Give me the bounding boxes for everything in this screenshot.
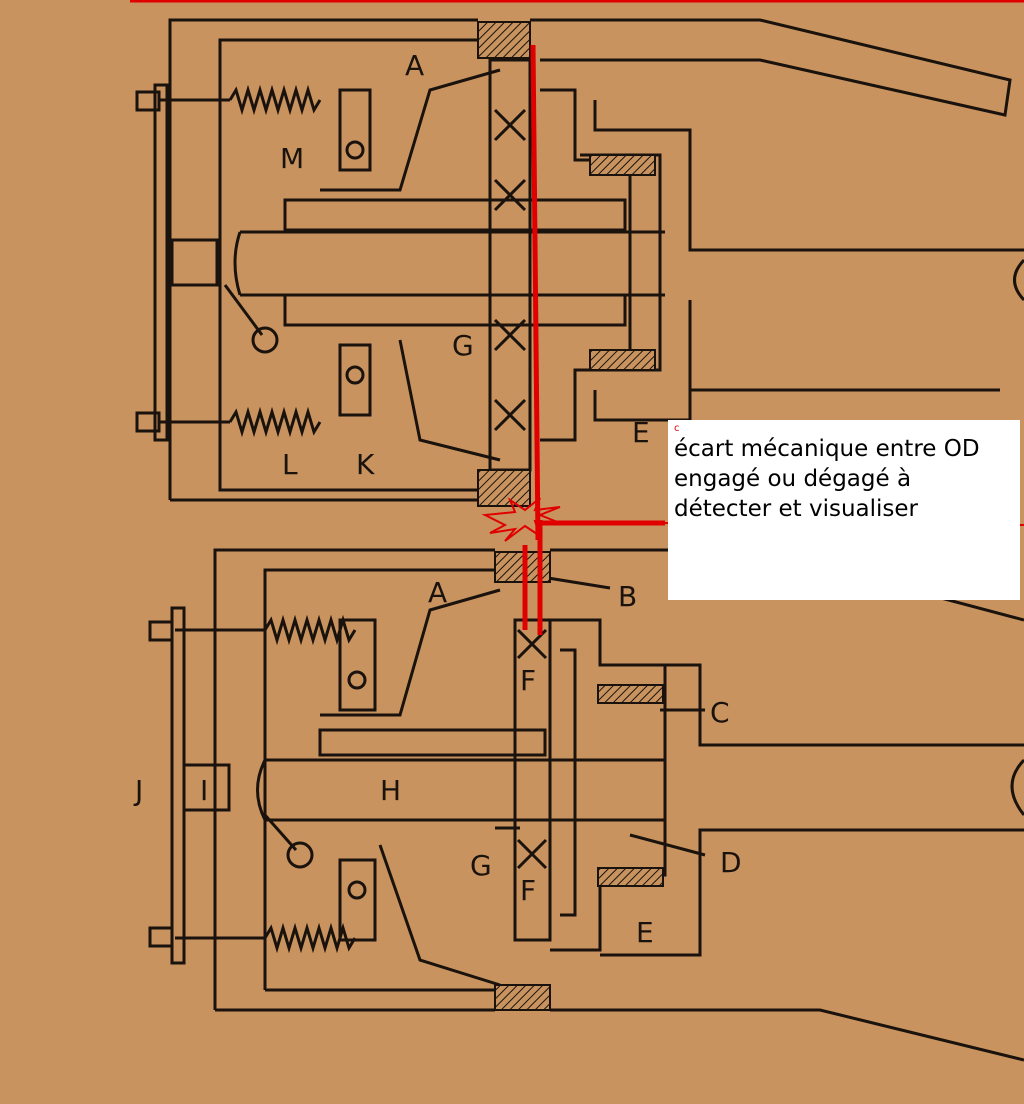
lower-label-j: J bbox=[133, 774, 143, 807]
upper-shaft bbox=[240, 230, 665, 297]
lower-assembly bbox=[148, 548, 1024, 1062]
lower-label-g: G bbox=[470, 849, 492, 882]
upper-spring-top bbox=[228, 84, 322, 116]
upper-label-e: E bbox=[632, 416, 650, 449]
upper-bolt-top bbox=[135, 90, 161, 112]
upper-label-g: G bbox=[452, 329, 474, 362]
upper-lever-a-bottom bbox=[398, 339, 501, 462]
upper-clutch-cone bbox=[488, 58, 532, 472]
lower-label-f-top: F bbox=[520, 664, 536, 697]
upper-bolt-bottom bbox=[135, 411, 161, 433]
upper-label-m: M bbox=[280, 142, 304, 175]
lower-shaft-h bbox=[265, 758, 665, 822]
upper-bearing-bottom bbox=[338, 343, 372, 417]
lower-left-plate bbox=[170, 606, 186, 965]
upper-casing-top-right bbox=[530, 18, 1012, 117]
upper-bearing-top bbox=[338, 88, 372, 172]
red-scribble-marker bbox=[481, 497, 561, 542]
lower-casing-left bbox=[213, 548, 495, 1010]
upper-casing-left bbox=[168, 18, 478, 500]
upper-sleeve-top bbox=[283, 198, 627, 232]
note-text: écart mécanique entre OD engagé ou dégag… bbox=[674, 436, 980, 522]
lower-label-d: D bbox=[720, 846, 742, 879]
lower-label-i: I bbox=[200, 774, 208, 807]
upper-assembly bbox=[135, 18, 1024, 502]
lower-label-b: B bbox=[618, 580, 637, 613]
upper-label-a: A bbox=[405, 49, 424, 82]
upper-spring-bottom bbox=[228, 406, 322, 438]
upper-lever-a-top bbox=[320, 68, 501, 192]
upper-sleeve-bottom bbox=[283, 293, 627, 327]
lower-label-h: H bbox=[380, 774, 401, 807]
annotation-note-box: c écart mécanique entre OD engagé ou dég… bbox=[668, 420, 1020, 600]
lower-label-f-bottom: F bbox=[520, 874, 536, 907]
note-marker: c bbox=[674, 423, 680, 434]
lower-label-a: A bbox=[428, 576, 447, 609]
upper-left-plate bbox=[153, 83, 169, 442]
lower-pin-i bbox=[182, 763, 231, 812]
lower-clutch-f bbox=[513, 618, 552, 942]
lower-label-c: C bbox=[710, 696, 730, 729]
upper-label-k: K bbox=[356, 448, 375, 481]
upper-label-l: L bbox=[282, 448, 298, 481]
lower-label-e: E bbox=[636, 916, 654, 949]
red-line-engaged bbox=[530, 44, 541, 541]
